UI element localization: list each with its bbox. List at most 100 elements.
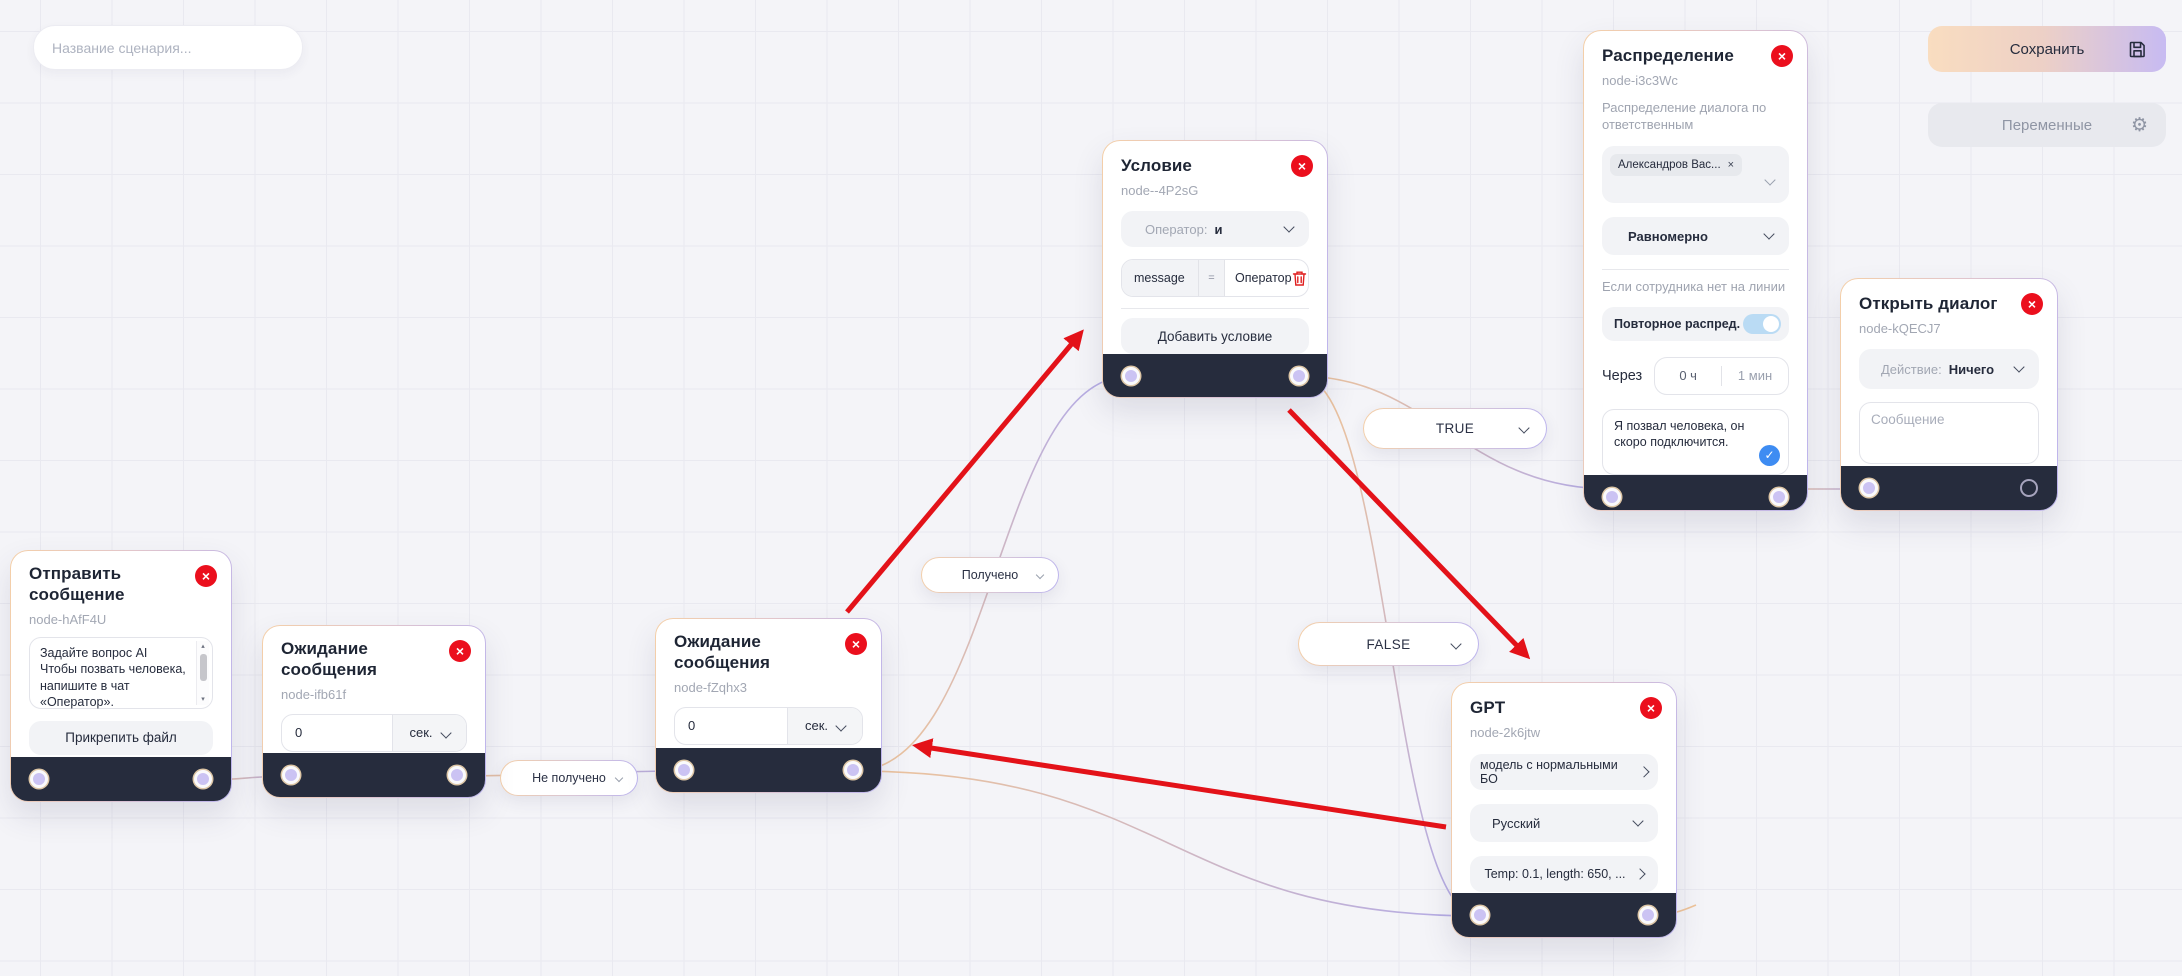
node-footer — [1841, 466, 2057, 510]
edge-wait2-to-gpt — [853, 770, 1480, 917]
output-port[interactable] — [1770, 487, 1788, 506]
edge-label-false-text: FALSE — [1366, 636, 1411, 652]
output-port[interactable] — [844, 761, 862, 779]
edge-label-received[interactable]: Получено — [921, 557, 1059, 593]
node-footer — [11, 757, 231, 801]
output-port[interactable] — [1639, 906, 1657, 924]
scroll-thumb[interactable] — [199, 653, 207, 681]
node-wait-message-1[interactable]: Ожидание сообщения × node-ifb61f 0 сек. — [262, 625, 486, 798]
condition-value[interactable]: Оператор — [1235, 271, 1292, 286]
edge-label-true[interactable]: TRUE — [1363, 408, 1547, 449]
chevron-down-icon — [1632, 815, 1644, 827]
fallback-message-text: Я позвал человека, он скоро подключится. — [1614, 418, 1745, 450]
node-wait-message-2[interactable]: Ожидание сообщения × node-fZqhx3 0 сек. — [655, 618, 882, 793]
save-button[interactable]: Сохранить — [1928, 26, 2166, 72]
node-condition[interactable]: Условие × node--4P2sG Оператор: и messag… — [1102, 140, 1328, 398]
input-port[interactable] — [1603, 487, 1621, 506]
chevron-right-icon — [1638, 766, 1650, 778]
edge-label-false[interactable]: FALSE — [1298, 622, 1479, 666]
output-port[interactable] — [2020, 479, 2038, 497]
red-arrow-gpt-to-wait2 — [912, 738, 1447, 830]
delay-hours-input[interactable]: 0 ч — [1679, 368, 1697, 384]
scroll-up-icon[interactable]: ▴ — [201, 642, 205, 650]
output-port[interactable] — [448, 766, 466, 784]
node-footer — [656, 748, 881, 792]
close-icon[interactable]: × — [2021, 293, 2043, 315]
input-port[interactable] — [675, 761, 693, 779]
node-id: node-kQECJ7 — [1859, 321, 1941, 337]
operator-select[interactable]: Оператор: и — [1121, 211, 1309, 248]
node-title: Ожидание сообщения — [674, 632, 771, 673]
node-title: GPT — [1470, 698, 1506, 717]
chevron-down-icon — [614, 773, 624, 783]
chevron-down-icon — [1763, 228, 1775, 240]
params-button[interactable]: Temp: 0.1, length: 650, ... — [1470, 856, 1658, 893]
chevron-down-icon — [1035, 570, 1045, 580]
node-distribution[interactable]: Распределение × node-i3c3Wc Распределени… — [1583, 30, 1808, 511]
condition-operator[interactable]: = — [1198, 260, 1225, 297]
add-condition-button[interactable]: Добавить условие — [1121, 318, 1309, 355]
node-footer — [1103, 354, 1327, 397]
node-title: Распределение — [1602, 46, 1734, 65]
dialog-message-textarea[interactable]: Сообщение — [1859, 402, 2039, 465]
check-icon[interactable]: ✓ — [1759, 444, 1780, 466]
responsible-multiselect[interactable]: Александров Вас... × — [1602, 146, 1789, 204]
dialog-message-placeholder: Сообщение — [1871, 412, 1945, 428]
message-text: Задайте вопрос AI Чтобы позвать человека… — [40, 645, 186, 710]
responsible-chip[interactable]: Александров Вас... × — [1610, 154, 1743, 177]
fallback-message-textarea[interactable]: Я позвал человека, он скоро подключится.… — [1602, 408, 1789, 475]
distribution-mode-select[interactable]: Равномерно — [1602, 217, 1789, 256]
language-select[interactable]: Русский — [1470, 804, 1658, 843]
attach-file-button[interactable]: Прикрепить файл — [29, 720, 213, 755]
edge-label-not-received[interactable]: Не получено — [500, 760, 638, 796]
message-textarea[interactable]: Задайте вопрос AI Чтобы позвать человека… — [29, 636, 213, 710]
action-select[interactable]: Действие: Ничего — [1859, 349, 2039, 390]
output-port[interactable] — [1290, 367, 1308, 386]
node-gpt[interactable]: GPT × node-2k6jtw модель с нормальными Б… — [1451, 682, 1677, 938]
close-icon[interactable]: × — [1640, 697, 1662, 719]
input-port[interactable] — [1860, 479, 1878, 497]
model-button[interactable]: модель с нормальными БО — [1470, 754, 1658, 791]
node-title: Условие — [1121, 156, 1192, 175]
edge-label-not-received-text: Не получено — [532, 771, 606, 785]
close-icon[interactable]: × — [1771, 45, 1793, 67]
close-icon[interactable]: × — [195, 565, 217, 587]
output-port[interactable] — [194, 770, 212, 788]
close-icon[interactable]: × — [1291, 155, 1313, 177]
delay-unit-select[interactable]: сек. — [787, 707, 862, 744]
chevron-down-icon — [1450, 638, 1462, 650]
divider — [1121, 308, 1309, 310]
node-send-message[interactable]: Отправить сообщение × node-hAfF4U Задайт… — [10, 550, 232, 802]
variables-button[interactable]: Переменные ⚙ — [1928, 103, 2166, 147]
repeat-toggle[interactable] — [1743, 313, 1781, 334]
scroll-down-icon[interactable]: ▾ — [201, 695, 205, 703]
trash-icon[interactable] — [1292, 270, 1307, 287]
gear-icon: ⚙ — [2130, 114, 2148, 136]
scenario-name-input[interactable] — [33, 25, 303, 70]
divider — [1721, 365, 1723, 386]
node-footer — [1452, 893, 1676, 937]
node-open-dialog[interactable]: Открыть диалог × node-kQECJ7 Действие: Н… — [1840, 278, 2058, 511]
node-id: node-i3c3Wc — [1602, 73, 1678, 89]
chevron-down-icon — [439, 726, 452, 739]
delay-value-input[interactable]: 0 — [295, 725, 303, 740]
delay-value-input[interactable]: 0 — [688, 718, 696, 733]
remove-chip-icon[interactable]: × — [1727, 158, 1735, 171]
input-port[interactable] — [30, 770, 48, 788]
close-icon[interactable]: × — [449, 640, 471, 662]
close-icon[interactable]: × — [845, 633, 867, 655]
scrollbar[interactable]: ▴ ▾ — [196, 640, 209, 705]
node-description: Распределение диалога по ответственным — [1602, 100, 1767, 133]
delay-minutes-input[interactable]: 1 мин — [1737, 368, 1773, 384]
offline-label: Если сотрудника нет на линии — [1602, 279, 1786, 295]
node-title: Ожидание сообщения — [281, 639, 378, 680]
save-floppy-icon — [2127, 39, 2148, 60]
condition-field[interactable]: message — [1122, 260, 1198, 297]
input-port[interactable] — [282, 766, 300, 784]
delay-unit-select[interactable]: сек. — [392, 714, 466, 751]
input-port[interactable] — [1122, 367, 1140, 386]
input-port[interactable] — [1471, 906, 1489, 924]
chevron-down-icon — [1518, 422, 1530, 434]
edge-label-received-text: Получено — [961, 568, 1019, 582]
